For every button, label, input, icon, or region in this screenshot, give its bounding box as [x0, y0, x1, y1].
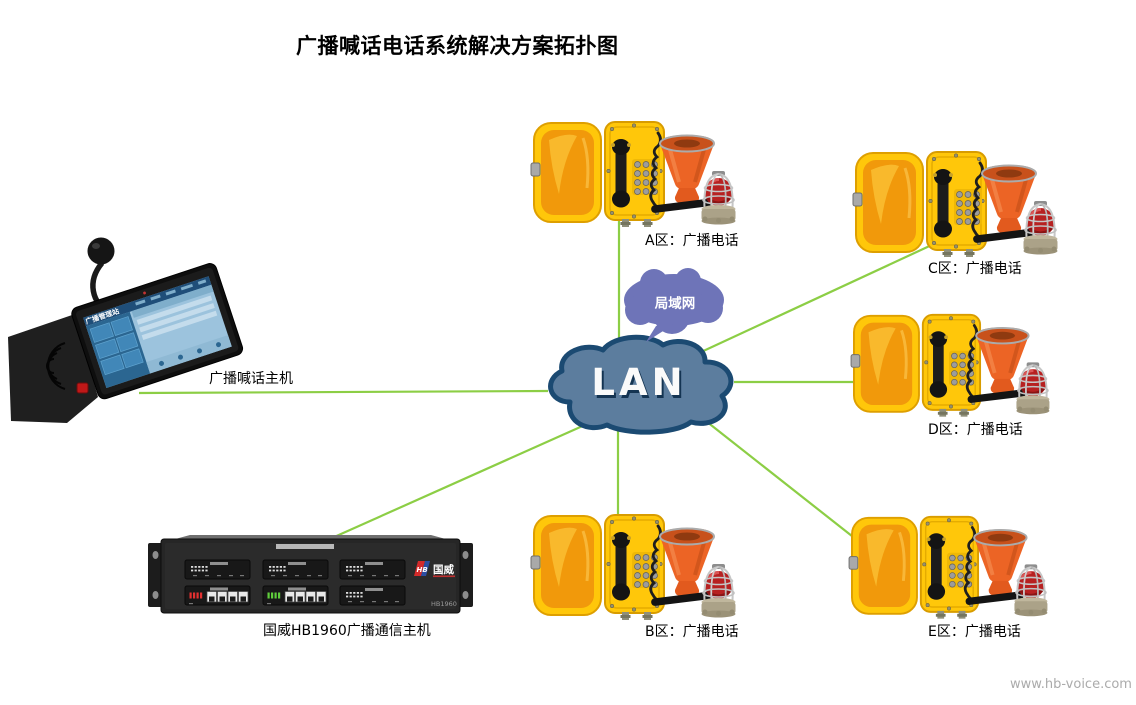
rack-module-display-1 [184, 559, 251, 580]
rack-module-ports-green [262, 585, 329, 606]
station-d [849, 312, 1052, 419]
link-station-e [696, 413, 858, 541]
rack-server: HB 国威 HB1960 [148, 535, 473, 614]
rack-label-sticker [276, 544, 334, 549]
speech-bubble-shape [624, 268, 724, 342]
station-a [529, 120, 738, 229]
talk-button [76, 382, 89, 394]
link-console-lan [138, 389, 549, 395]
console-label: 广播喊话主机 [209, 371, 293, 387]
server-label: 国威HB1960广播通信主机 [263, 623, 431, 639]
rack-module-display-3 [339, 559, 406, 580]
lan-label: LAN [591, 361, 687, 404]
rack-module-display-2 [262, 559, 329, 580]
rack-ear-right [458, 543, 473, 607]
station-label-b: B区：广播电话 [645, 624, 739, 640]
lan-cloud-shape [548, 334, 734, 435]
rack-module-display-4 [339, 585, 406, 606]
rack-ear-left [148, 543, 163, 607]
station-label-e: E区：广播电话 [928, 624, 1021, 640]
rack-model-text: HB1960 [431, 600, 457, 608]
network-links [138, 214, 937, 541]
brand-logo: HB 国威 [414, 561, 455, 578]
microphone-icon [87, 237, 115, 265]
link-station-c [698, 242, 937, 354]
screen-tiles [89, 316, 144, 376]
page-title: 广播喊话电话系统解决方案拓扑图 [296, 34, 619, 58]
station-label-c: C区：广播电话 [928, 261, 1022, 277]
station-b [529, 513, 738, 622]
brand-logo-letters: HB [417, 566, 428, 574]
paging-console: 广播管理站 [8, 237, 244, 423]
console-screen-assembly: 广播管理站 [71, 263, 244, 400]
lan-bubble-label: 局域网 [654, 296, 696, 312]
station-e [847, 514, 1050, 621]
watermark: www.hb-voice.com [1010, 677, 1132, 692]
lan-speech-bubble [624, 268, 724, 342]
station-label-d: D区：广播电话 [928, 422, 1023, 438]
console-base [8, 314, 98, 423]
lan-cloud [548, 334, 734, 435]
rack-module-ports-red [184, 585, 251, 606]
link-server-lan [331, 418, 597, 540]
speaker-grille-icon [46, 342, 66, 390]
station-c [851, 150, 1060, 259]
brand-name: 国威 [433, 563, 454, 576]
station-label-a: A区：广播电话 [645, 233, 739, 249]
